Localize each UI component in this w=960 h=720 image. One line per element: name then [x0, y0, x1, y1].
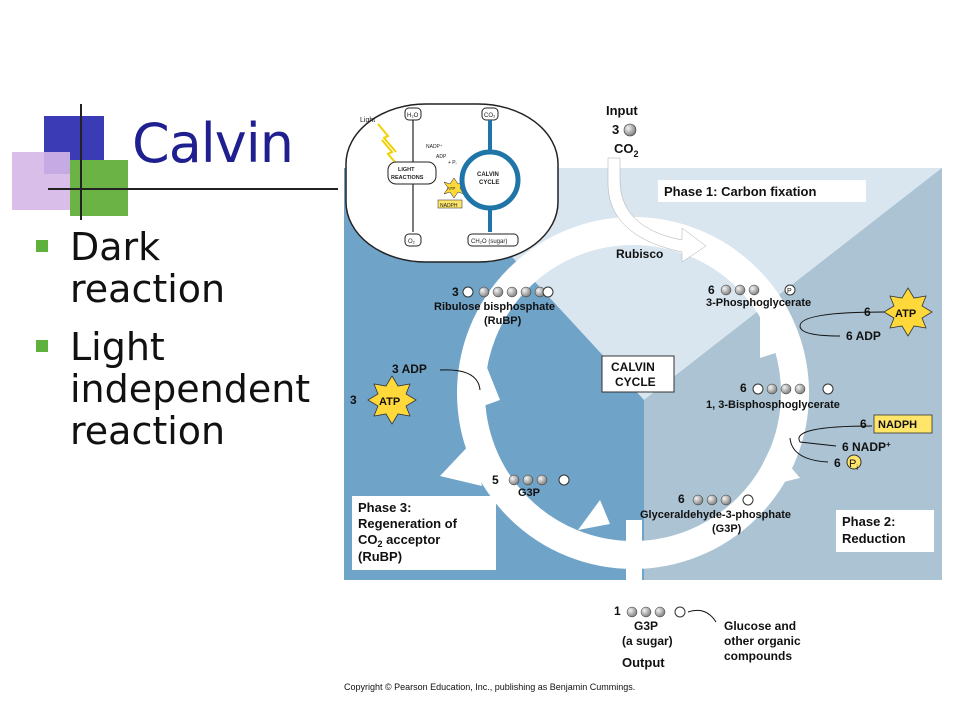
chloroplast-inset: Light H₂O CO₂ NADP⁺ ADP + Pᵢ LIGHT REACT…	[345, 103, 559, 263]
nadp-out: 6 NADP+	[842, 440, 891, 454]
output-name-line2: (a sugar)	[622, 634, 673, 648]
g3p5-name: G3P	[518, 487, 540, 499]
product-line1: Glucose and	[724, 619, 796, 633]
phase1-box	[658, 180, 866, 202]
inset-nadp-label: NADP⁺	[426, 144, 443, 150]
input-count: 3	[612, 122, 619, 137]
pga-name: 3-Phosphoglycerate	[706, 297, 811, 309]
g3p6-molecule	[692, 494, 754, 506]
inset-calvin-line1: CALVIN	[477, 172, 499, 178]
rubp-name-line2: (RuBP)	[484, 315, 522, 327]
output-arrow	[614, 520, 654, 600]
output-name-line1: G3P	[634, 619, 658, 633]
bullet-marker	[36, 340, 48, 352]
rubp-molecule	[462, 286, 554, 298]
phase2-line2: Reduction	[842, 531, 906, 546]
pi-symbol: Pi	[849, 458, 858, 472]
inset-light-label: Light	[360, 117, 375, 124]
phase2-line1: Phase 2:	[842, 514, 895, 529]
output-label: Output	[622, 655, 665, 670]
rubisco-label: Rubisco	[616, 247, 663, 261]
inset-atp-label: ATP	[447, 186, 455, 191]
atp-regen-count: 3	[350, 393, 357, 407]
nadph-label: NADPH	[878, 419, 917, 431]
phase3-box	[352, 496, 496, 570]
phase3-line4: (RuBP)	[358, 549, 402, 564]
atp-regen-adp: 3 ADP	[392, 362, 427, 376]
inset-nadph-label: NADPH	[440, 203, 458, 209]
phase1-region	[430, 168, 942, 400]
atp-burst-icon	[883, 287, 933, 337]
center-line2: CYCLE	[615, 375, 656, 389]
phosphate-icon: P	[787, 288, 792, 295]
co2-molecule	[623, 123, 637, 137]
inset-co2-label: CO₂	[484, 113, 496, 119]
bpg-count: 6	[740, 381, 747, 395]
g3p6-name-line1: Glyceraldehyde-3-phosphate	[640, 509, 791, 521]
output-count: 1	[614, 604, 621, 618]
deco-pink-square	[12, 152, 70, 210]
phase3-line1: Phase 3:	[358, 500, 411, 515]
inset-pi-label: + Pᵢ	[448, 160, 457, 166]
inset-light-reactions-line2: REACTIONS	[391, 175, 424, 181]
pga-count: 6	[708, 283, 715, 297]
pga-molecule: P	[720, 284, 796, 296]
g3p5-count: 5	[492, 473, 499, 487]
inset-atp-burst	[443, 177, 465, 199]
cycle-arrowheads	[440, 272, 800, 530]
atp-in-arrow	[799, 311, 885, 337]
nadph-count: 6	[860, 417, 867, 431]
atp-regen-arrow	[439, 369, 481, 391]
inset-h2o-label: H₂O	[407, 113, 419, 119]
bpg-name: 1, 3-Bisphosphoglycerate	[706, 399, 840, 411]
input-arrow	[607, 157, 707, 263]
output-molecule	[626, 606, 686, 618]
atp-in-adp: 6 ADP	[846, 329, 881, 343]
light-bolt-icon	[377, 123, 397, 153]
product-line2: other organic	[724, 634, 801, 648]
bullet-item: Light independent reaction	[36, 326, 320, 452]
g3p6-name-line2: (G3P)	[712, 523, 742, 535]
bpg-molecule	[752, 383, 834, 395]
rubp-count: 3	[452, 285, 459, 299]
inset-calvin-line2: CYCLE	[479, 180, 499, 186]
atp-in-label: ATP	[895, 308, 916, 320]
inset-o2-label: O₂	[408, 239, 416, 245]
light-bolt-icon	[381, 139, 401, 169]
phase3-line3: CO2 acceptor	[358, 532, 440, 549]
nadph-box	[873, 414, 933, 434]
bullet-list: Dark reaction Light independent reaction	[36, 226, 320, 468]
g3p5-molecule	[508, 474, 570, 486]
deco-vline	[80, 104, 82, 220]
center-line1: CALVIN	[611, 360, 655, 374]
phase1-label: Phase 1: Carbon fixation	[664, 184, 816, 199]
inset-sugar-label: CH₂O (sugar)	[471, 239, 507, 245]
inset-light-reactions-line1: LIGHT	[398, 167, 415, 173]
rubp-name-line1: Ribulose bisphosphate	[434, 301, 555, 313]
g3p6-count: 6	[678, 492, 685, 506]
output-product-arrow	[687, 609, 717, 623]
atp-regen-label: ATP	[379, 396, 400, 408]
copyright-text: Copyright © Pearson Education, Inc., pub…	[344, 682, 635, 692]
pi-arrow	[789, 437, 829, 463]
input-label: Input	[606, 103, 638, 118]
inset-adp-label: ADP	[436, 154, 447, 160]
bullet-marker	[36, 240, 48, 252]
deco-hline	[48, 188, 338, 190]
slide-title: Calvin	[132, 112, 294, 175]
center-box	[601, 355, 675, 393]
phase2-box	[836, 510, 934, 552]
phase3-line2: Regeneration of	[358, 516, 458, 531]
product-line3: compounds	[724, 649, 792, 663]
input-molecule: CO2	[614, 141, 639, 159]
bullet-item: Dark reaction	[36, 226, 320, 310]
pi-icon	[846, 454, 862, 470]
pi-count: 6	[834, 456, 841, 470]
nadph-arrow	[798, 425, 873, 447]
atp-regen-burst-icon	[367, 375, 417, 425]
